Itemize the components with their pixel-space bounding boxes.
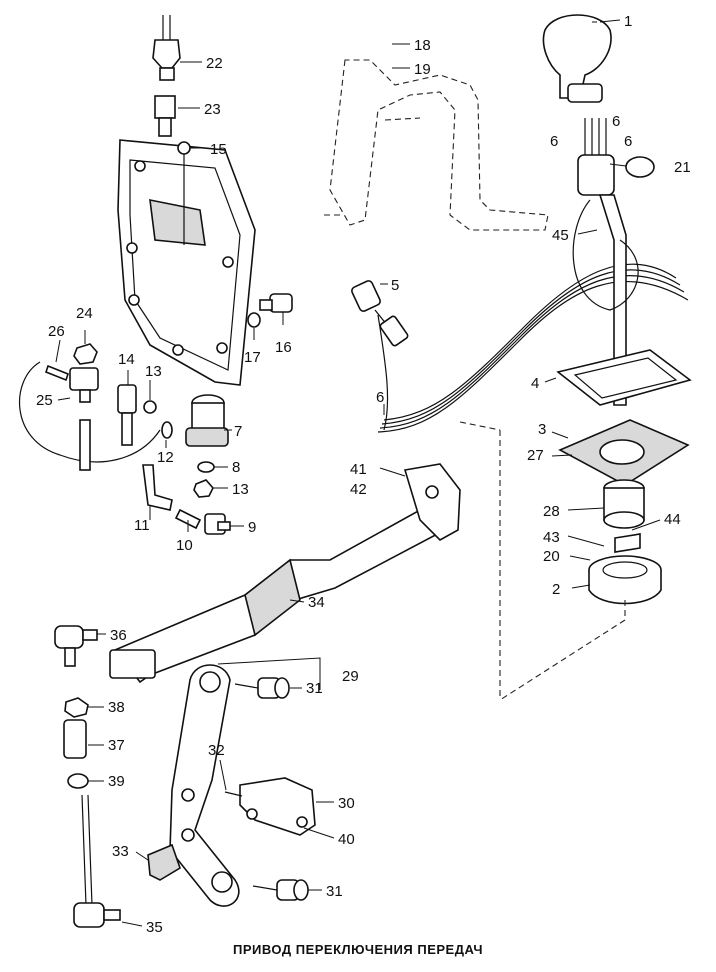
part-8-ring: [197, 461, 215, 473]
label-35: 35: [146, 919, 163, 936]
part-11-elbow-fitting: [142, 464, 173, 511]
shift-cables: [377, 263, 689, 433]
part-2-boot-base: [588, 555, 662, 605]
label-7: 7: [234, 423, 242, 440]
label-6-right: 6: [624, 133, 632, 150]
part-22-pressure-switch: [152, 15, 181, 81]
label-16: 16: [275, 339, 292, 356]
part-26-pin: [45, 364, 69, 382]
part-13-nut-upper: [143, 400, 157, 414]
part-16-fitting: [259, 293, 293, 313]
label-45: 45: [552, 227, 569, 244]
label-3: 3: [538, 421, 546, 438]
part-45-shift-lever: [572, 154, 639, 406]
part-9-connector: [204, 513, 231, 535]
part-39-washer: [67, 773, 89, 789]
label-17: 17: [244, 349, 261, 366]
label-6-left: 6: [550, 133, 558, 150]
label-14: 14: [118, 351, 135, 368]
part-1-shift-knob: [542, 14, 612, 103]
label-31-lower: 31: [326, 883, 343, 900]
label-1: 1: [624, 13, 632, 30]
part-12-o-ring: [161, 421, 173, 439]
part-3-flange-plate: [558, 419, 690, 486]
part-7-master-cylinder: [185, 394, 229, 447]
part-31-pin-lower: [252, 879, 309, 901]
part-36-ball-joint: [54, 625, 98, 667]
label-10: 10: [176, 537, 193, 554]
hose-left: [18, 361, 161, 471]
part-33-bushing: [147, 843, 181, 881]
part-5-cable-end: [351, 280, 409, 431]
label-2: 2: [552, 581, 560, 598]
label-8: 8: [232, 459, 240, 476]
part-35-tie-rod: [73, 794, 121, 928]
label-18: 18: [414, 37, 431, 54]
label-32: 32: [208, 742, 225, 759]
label-37: 37: [108, 737, 125, 754]
part-28-bushing: [603, 479, 645, 529]
label-20: 20: [543, 548, 560, 565]
part-14-valve: [117, 384, 137, 446]
label-30: 30: [338, 795, 355, 812]
label-38: 38: [108, 699, 125, 716]
label-28: 28: [543, 503, 560, 520]
label-24: 24: [76, 305, 93, 322]
label-15: 15: [210, 141, 227, 158]
part-17-washer: [247, 312, 261, 328]
label-13-lower: 13: [232, 481, 249, 498]
part-13-nut-lower: [193, 479, 214, 498]
label-44: 44: [664, 511, 681, 528]
label-13-upper: 13: [145, 363, 162, 380]
label-34: 34: [308, 594, 325, 611]
part-41-rod-end: [403, 463, 461, 541]
dashed-connections: [459, 421, 626, 701]
label-6: 6: [612, 113, 620, 130]
label-40: 40: [338, 831, 355, 848]
part-23-adapter: [154, 95, 176, 137]
part-24-nut: [73, 343, 98, 365]
label-42: 42: [350, 481, 367, 498]
label-43: 43: [543, 529, 560, 546]
label-27: 27: [527, 447, 544, 464]
label-23: 23: [204, 101, 221, 118]
gear-selector-plate: [117, 139, 256, 386]
part-25-tee-fitting: [69, 367, 99, 403]
diagram-caption: ПРИВОД ПЕРЕКЛЮЧЕНИЯ ПЕРЕДАЧ: [232, 942, 484, 957]
label-21: 21: [674, 159, 691, 176]
part-37-sleeve: [63, 719, 87, 759]
part-30-mount-bracket: [224, 777, 316, 836]
part-38-nut: [64, 697, 89, 718]
label-5: 5: [391, 277, 399, 294]
part-6-wires: [584, 118, 607, 160]
label-6-cable: 6: [376, 389, 384, 406]
label-29: 29: [342, 668, 359, 685]
label-22: 22: [206, 55, 223, 72]
callout-labels: 1 22 18 19 23 6 6 6 15 21 45 5 24 26 16 …: [36, 13, 691, 936]
label-12: 12: [157, 449, 174, 466]
label-41: 41: [350, 461, 367, 478]
part-21-ring: [625, 156, 655, 178]
label-31-upper: 31: [306, 680, 323, 697]
label-4: 4: [531, 375, 539, 392]
part-29-bellcrank: [169, 664, 240, 907]
part-10-tube: [174, 508, 202, 530]
leader-lines: [55, 19, 661, 927]
label-36: 36: [110, 627, 127, 644]
label-33: 33: [112, 843, 129, 860]
label-9: 9: [248, 519, 256, 536]
label-25: 25: [36, 392, 53, 409]
part-31-pin-upper: [234, 677, 290, 699]
label-26: 26: [48, 323, 65, 340]
label-39: 39: [108, 773, 125, 790]
part-44-clip: [614, 533, 641, 553]
label-11: 11: [134, 517, 150, 534]
pedal-bracket-outline: [320, 59, 549, 231]
part-4-frame: [556, 349, 692, 406]
label-19: 19: [414, 61, 431, 78]
part-34-shift-rod: [109, 507, 446, 684]
